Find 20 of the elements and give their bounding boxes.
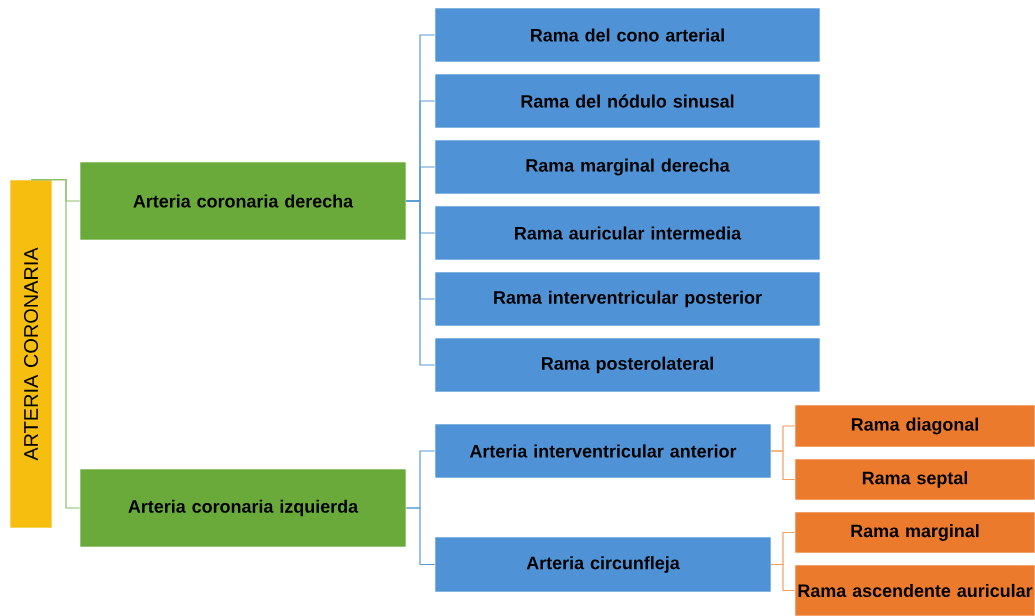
branch-box: Rama auricular intermedia [434, 205, 821, 261]
branch-box: Rama marginal derecha [434, 139, 821, 195]
branch-box: Arteria coronaria izquierda [79, 468, 407, 548]
branch-box: Arteria circunfleja [434, 536, 772, 593]
branch-box: Rama ascendente auricular [794, 564, 1035, 616]
connector-line [770, 450, 796, 481]
branch-box: Arteria coronaria derecha [79, 161, 407, 241]
branch-box: Rama marginal [794, 511, 1035, 554]
branch-box: Rama del nódulo sinusal [434, 73, 821, 129]
branch-box: Rama septal [794, 458, 1035, 501]
connector-line [30, 179, 81, 509]
branch-box: Rama diagonal [794, 404, 1035, 448]
title-bar: ARTERIA CORONARIA [9, 179, 53, 529]
branch-box: Arteria interventricular anterior [434, 423, 772, 479]
connector-line [770, 563, 796, 592]
connector-line [405, 507, 436, 566]
branch-box: Rama del cono arterial [434, 7, 821, 63]
connector-line [405, 200, 436, 366]
branch-box: Rama posterolateral [434, 337, 821, 393]
branch-box: Rama interventricular posterior [434, 271, 821, 327]
